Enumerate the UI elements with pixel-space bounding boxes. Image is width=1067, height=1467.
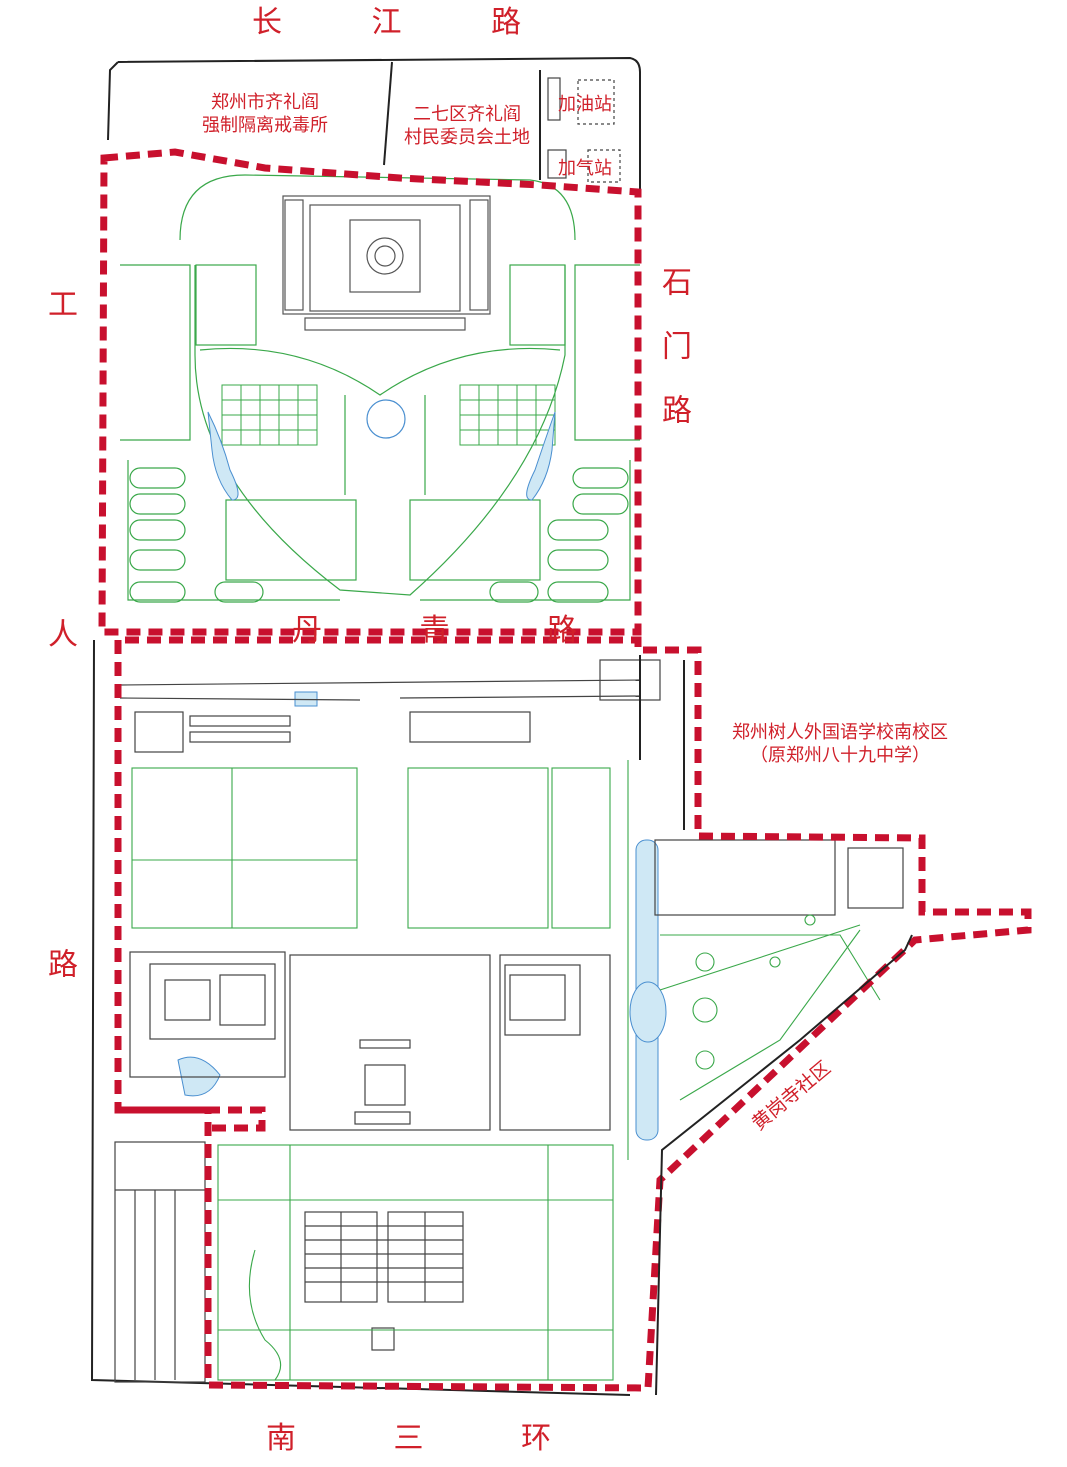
area-label-gas-fill-station: 加气站 bbox=[558, 158, 612, 179]
north-campus-paths bbox=[120, 174, 640, 603]
site-outline bbox=[90, 56, 641, 1396]
road-label-nansanhuan: 南 三 环 bbox=[266, 1421, 596, 1456]
area-label-rehab-center: 郑州市齐礼阎 强制隔离戒毒所 bbox=[202, 92, 328, 136]
road-label-changjiang: 长 江 路 bbox=[252, 5, 562, 40]
road-label-danqing: 丹 青 路 bbox=[292, 613, 622, 648]
north-blocks bbox=[547, 77, 621, 183]
planning-boundary bbox=[98, 148, 1032, 1392]
area-label-gas-station: 加油站 bbox=[558, 94, 612, 115]
north-gardens bbox=[221, 384, 556, 446]
south-campus-paths bbox=[131, 760, 881, 1381]
road-label-gongren-text: 工人路 bbox=[42, 288, 77, 1278]
road-label-shimen-text: 石门路 bbox=[656, 266, 691, 458]
north-main-building bbox=[282, 195, 491, 331]
area-label-school: 郑州树人外国语学校南校区 （原郑州八十九中学） bbox=[732, 722, 948, 766]
road-label-shimen: 石门路 bbox=[654, 266, 691, 458]
ponds bbox=[177, 411, 667, 1141]
road-label-gongren: 工人路 bbox=[40, 288, 77, 1278]
school-outline bbox=[639, 655, 913, 1396]
area-label-village-land: 二七区齐礼阎 村民委员会土地 bbox=[404, 104, 530, 148]
